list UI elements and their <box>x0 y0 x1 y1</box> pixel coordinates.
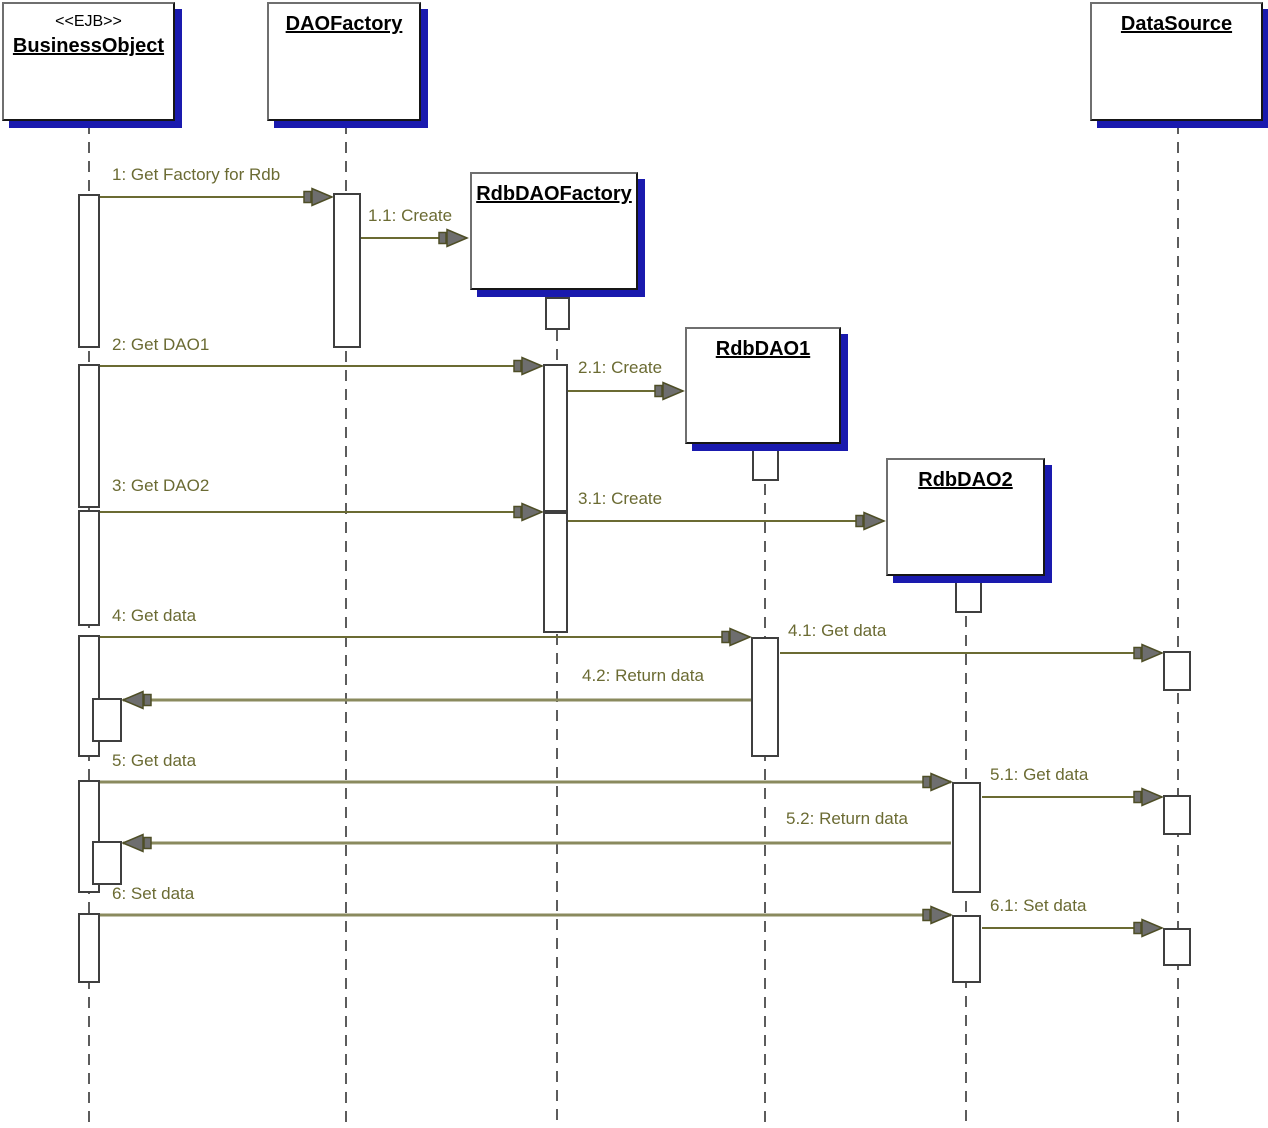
activation-bar-rdbdao2-14 <box>955 578 982 613</box>
actor-stereotype-businessobject: <<EJB>> <box>55 13 122 30</box>
actor-name-rdbdaofactory: RdbDAOFactory <box>476 183 632 205</box>
arrowhead-butt-m1-1 <box>438 231 447 245</box>
activation-bar-businessobject-1 <box>78 364 100 508</box>
activation-bar-rdbdao2-16 <box>952 915 981 983</box>
actor-name-daofactory: DAOFactory <box>285 13 403 35</box>
actor-name-rdbdao2: RdbDAO2 <box>918 469 1013 491</box>
arrowhead-icon-m1-1 <box>446 228 469 248</box>
message-label-m2-1: 2.1: Create <box>578 358 663 377</box>
arrowhead-icon-m3-1 <box>863 511 886 531</box>
message-label-m2: 2: Get DAO1 <box>112 335 210 354</box>
arrowhead-icon-m1 <box>311 187 334 207</box>
activation-bar-businessobject-4 <box>92 698 122 742</box>
arrowhead-butt-m2 <box>513 359 522 373</box>
message-label-m3-1: 3.1: Create <box>578 489 663 508</box>
arrowhead-icon-m2 <box>521 356 544 376</box>
arrowhead-butt-m5-1 <box>1133 790 1142 804</box>
activation-bar-businessobject-2 <box>78 510 100 626</box>
actor-box-datasource: DataSource <box>1090 2 1263 121</box>
arrowhead-icon-m5-1 <box>1141 787 1164 807</box>
arrowhead-icon-m6 <box>930 905 953 925</box>
arrowhead-icon-m4-2 <box>121 690 144 710</box>
actor-box-rdbdaofactory: RdbDAOFactory <box>470 172 638 290</box>
arrowhead-butt-m6 <box>922 908 931 922</box>
message-label-m1: 1: Get Factory for Rdb <box>112 165 281 184</box>
message-label-m5-2: 5.2: Return data <box>786 809 908 828</box>
arrowhead-icon-m2-1 <box>662 381 685 401</box>
actor-name-businessobject: BusinessObject <box>12 35 165 57</box>
arrowhead-butt-m3 <box>513 505 522 519</box>
arrowhead-butt-m4-1 <box>1133 646 1142 660</box>
activation-bar-rdbdaofactory-11 <box>543 512 568 633</box>
arrowhead-butt-m3-1 <box>855 514 864 528</box>
actor-name-rdbdao1: RdbDAO1 <box>715 338 811 360</box>
arrowhead-icon-m6-1 <box>1141 918 1164 938</box>
arrowhead-butt-m1 <box>303 190 312 204</box>
activation-bar-datasource-19 <box>1163 928 1191 966</box>
arrowhead-butt-m5 <box>922 775 931 789</box>
actor-box-businessobject: <<EJB>> BusinessObject <box>2 2 175 121</box>
message-label-m4: 4: Get data <box>112 606 197 625</box>
activation-bar-rdbdao1-13 <box>751 637 779 757</box>
actor-box-daofactory: DAOFactory <box>267 2 421 121</box>
activation-bar-datasource-18 <box>1163 795 1191 835</box>
message-label-m1-1: 1.1: Create <box>368 206 453 225</box>
message-label-m6-1: 6.1: Set data <box>990 896 1087 915</box>
message-label-m4-1: 4.1: Get data <box>788 621 887 640</box>
message-label-m4-2: 4.2: Return data <box>582 666 704 685</box>
arrowhead-butt-m4-2 <box>143 693 152 707</box>
arrowhead-butt-m6-1 <box>1133 921 1142 935</box>
activation-bar-businessobject-0 <box>78 194 100 348</box>
activation-bar-businessobject-6 <box>92 841 122 885</box>
activation-bar-rdbdaofactory-10 <box>543 364 568 512</box>
activation-bar-datasource-17 <box>1163 651 1191 691</box>
message-label-m5-1: 5.1: Get data <box>990 765 1089 784</box>
actor-name-datasource: DataSource <box>1120 13 1233 35</box>
activation-bar-daofactory-8 <box>333 193 361 348</box>
actor-box-rdbdao2: RdbDAO2 <box>886 458 1045 576</box>
arrowhead-icon-m4 <box>729 627 752 647</box>
arrowhead-butt-m2-1 <box>654 384 663 398</box>
arrowhead-icon-m4-1 <box>1141 643 1164 663</box>
arrowhead-butt-m4 <box>721 630 730 644</box>
activation-bar-businessobject-7 <box>78 913 100 983</box>
activation-bar-rdbdao2-15 <box>952 782 981 893</box>
message-label-m3: 3: Get DAO2 <box>112 476 210 495</box>
arrowhead-icon-m5-2 <box>121 833 144 853</box>
activation-bar-rdbdaofactory-9 <box>545 297 570 330</box>
arrowhead-icon-m3 <box>521 502 544 522</box>
message-label-m5: 5: Get data <box>112 751 197 770</box>
message-label-m6: 6: Set data <box>112 884 195 903</box>
arrowhead-icon-m5 <box>930 772 953 792</box>
activation-bar-rdbdao1-12 <box>752 447 779 481</box>
actor-box-rdbdao1: RdbDAO1 <box>685 327 841 444</box>
arrowhead-butt-m5-2 <box>143 836 152 850</box>
